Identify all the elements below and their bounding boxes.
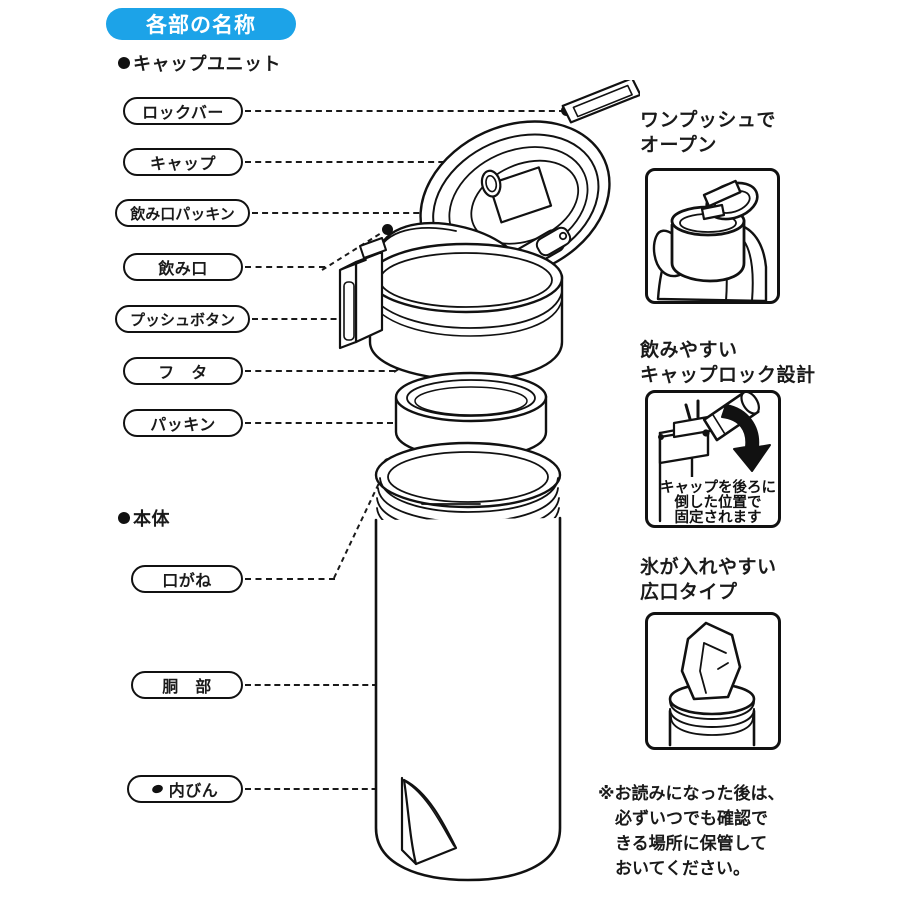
leader-line-push-button: [252, 318, 366, 320]
leader-line-mouth-ring-diagonal: [333, 463, 389, 579]
storage-note: ※お読みになった後は、 必ずいつでも確認で きる場所に保管して おいてください。: [598, 784, 785, 879]
cap-tilted-back-with-arrow-illustration: キャップを後ろに 倒した位置で 固定されます: [658, 393, 776, 525]
part-label-cap-text: キャップ: [149, 154, 216, 173]
section-heading-cap-unit: キャップユニット: [118, 50, 281, 76]
filled-circle-icon: [118, 57, 130, 69]
ice-cube-entering-wide-mouth-illustration: [668, 621, 756, 747]
feature-title-cap-lock-design: 飲みやすい キャップロック設計: [640, 339, 816, 386]
part-label-spout-packing-text: 飲み口パッキン: [130, 204, 235, 223]
feature-title-one-push-open: ワンプッシュで オープン: [640, 109, 776, 156]
leader-line-spout-packing: [252, 212, 520, 214]
filled-circle-icon: [118, 512, 130, 524]
feature-illustration-wide-mouth: [645, 612, 781, 750]
leader-line-packing: [245, 422, 464, 424]
part-label-lid-text: フ タ: [158, 363, 208, 382]
part-label-mouth-ring-text: 口がね: [162, 571, 212, 590]
inner-flask-dot-icon: [150, 783, 164, 795]
part-label-lock-bar-text: ロックバー: [142, 103, 224, 122]
feature-caption-line-3: 固定されます: [675, 508, 762, 525]
leader-line-mouth-ring: [245, 578, 335, 580]
part-label-spout-packing[interactable]: 飲み口パッキン: [115, 199, 250, 227]
leader-line-lid: [245, 370, 395, 372]
part-label-inner-flask[interactable]: 内びん: [127, 775, 243, 803]
part-label-inner-flask-text: 内びん: [168, 781, 219, 800]
leader-line-spout: [245, 266, 325, 268]
leader-line-barrel: [245, 684, 466, 686]
feature-illustration-cap-lock-design: キャップを後ろに 倒した位置で 固定されます: [645, 390, 781, 528]
part-label-cap[interactable]: キャップ: [123, 148, 243, 176]
part-label-mouth-ring[interactable]: 口がね: [131, 565, 243, 593]
part-label-push-button[interactable]: プッシュボタン: [115, 305, 250, 333]
feature-caption-line-1: キャップを後ろに: [660, 478, 776, 496]
leader-line-lock-bar: [245, 110, 565, 112]
exploded-bottle-diagram: [338, 80, 640, 882]
part-label-spout-text: 飲み口: [158, 259, 208, 278]
part-label-barrel[interactable]: 胴 部: [131, 671, 243, 699]
leader-line-cap: [245, 161, 485, 163]
feature-caption-line-2: 倒した位置で: [674, 493, 762, 511]
leader-endpoint-spout: [382, 224, 393, 235]
part-label-packing[interactable]: パッキン: [123, 409, 243, 437]
leader-line-inner-flask: [245, 788, 397, 790]
leader-line-spout-diagonal: [321, 229, 387, 271]
section-heading-body: 本体: [118, 505, 170, 531]
hand-holding-bottle-open-cap-illustration: [652, 179, 768, 301]
part-label-packing-text: パッキン: [150, 415, 216, 434]
part-label-lid[interactable]: フ タ: [123, 357, 243, 385]
part-label-lock-bar[interactable]: ロックバー: [123, 97, 243, 125]
part-label-barrel-text: 胴 部: [162, 677, 212, 696]
section-heading-body-label: 本体: [133, 509, 170, 530]
section-heading-cap-unit-label: キャップユニット: [133, 54, 281, 75]
part-label-spout[interactable]: 飲み口: [123, 253, 243, 281]
feature-illustration-one-push-open: [645, 168, 780, 304]
feature-title-wide-mouth: 氷が入れやすい 広口タイプ: [640, 556, 777, 603]
part-label-push-button-text: プッシュボタン: [129, 310, 235, 329]
page-title-badge: 各部の名称: [106, 8, 296, 40]
